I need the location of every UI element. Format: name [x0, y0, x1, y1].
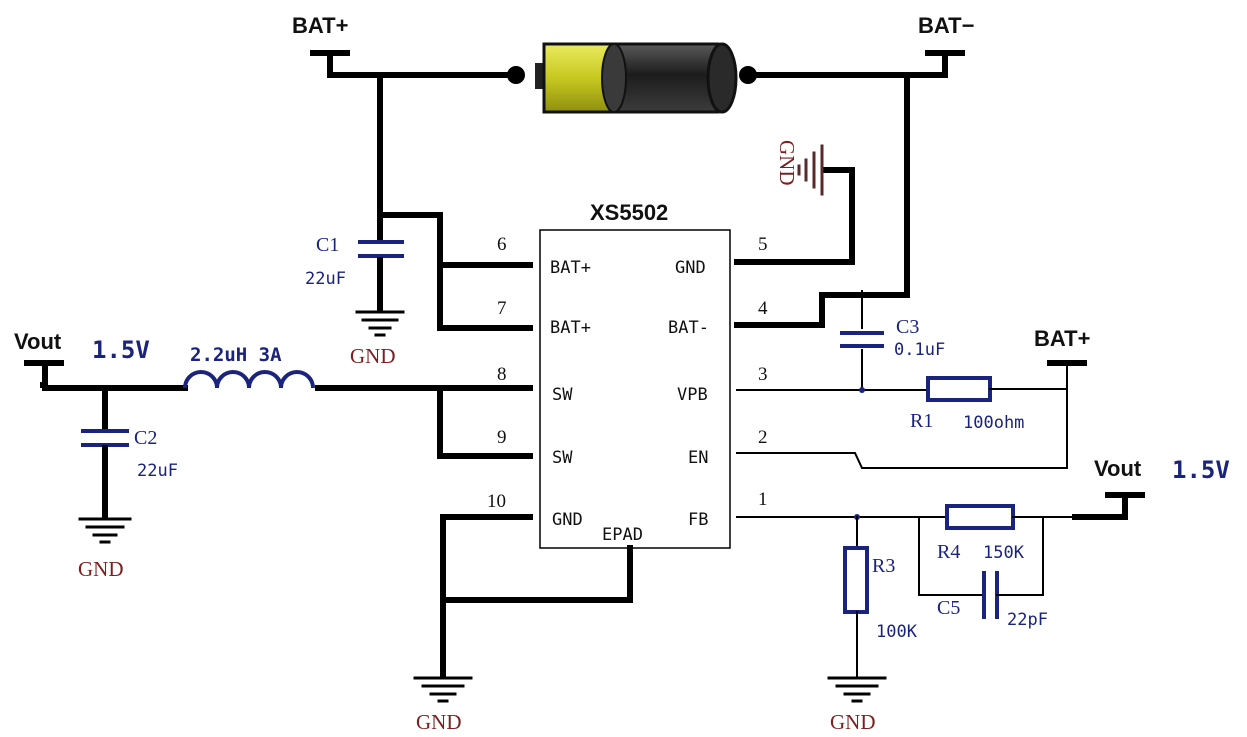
c3-ref: C3 — [896, 316, 919, 338]
pin7-label: BAT+ — [550, 318, 591, 338]
sw-net — [24, 360, 533, 459]
pin5-number: 5 — [758, 234, 768, 255]
bat-plus-net — [377, 72, 533, 331]
pin1-number: 1 — [758, 489, 768, 510]
gnd-label-pin10: GND — [416, 710, 462, 734]
pin1-label: FB — [688, 510, 708, 530]
chip-name: XS5502 — [590, 200, 668, 225]
c1-value: 22uF — [305, 269, 346, 289]
r4-ref: R4 — [937, 541, 960, 563]
c5-ref: C5 — [937, 597, 960, 619]
vout-right-label: Vout — [1094, 456, 1142, 481]
c2-ref: C2 — [134, 427, 157, 449]
xs5502-chip — [539, 229, 731, 549]
pin3-label: VPB — [677, 385, 708, 405]
bat-minus-net — [734, 72, 910, 329]
pin10-number: 10 — [487, 491, 506, 512]
pin8-number: 8 — [497, 364, 507, 385]
pin2-number: 2 — [758, 427, 768, 448]
pin4-number: 4 — [758, 298, 768, 319]
r1-ref: R1 — [910, 410, 933, 432]
c3-value: 0.1uF — [894, 340, 945, 360]
epad-label: EPAD — [602, 525, 643, 545]
c5-value: 22pF — [1007, 610, 1048, 630]
fb-net — [736, 492, 1145, 703]
c3-capacitor — [840, 331, 884, 391]
pin9-number: 9 — [497, 427, 507, 448]
c1-ref: C1 — [316, 234, 339, 256]
gnd-icon — [355, 310, 405, 337]
pin4-label: BAT- — [668, 318, 709, 338]
vout-right-value: 1.5V — [1172, 456, 1230, 484]
c2-capacitor — [78, 385, 132, 544]
gnd-label-pin5: GND — [775, 140, 799, 186]
pin2-label: EN — [688, 448, 708, 468]
gnd-label-r3: GND — [830, 710, 876, 734]
c1-capacitor — [358, 212, 404, 313]
r3-value: 100K — [876, 622, 918, 642]
gnd-pin5-net — [734, 144, 855, 265]
pin5-label: GND — [675, 258, 706, 278]
gnd-label-c2: GND — [78, 557, 124, 581]
inductor-value: 2.2uH 3A — [190, 344, 282, 366]
inductor-icon — [183, 370, 315, 389]
bat-plus-top-label: BAT+ — [292, 13, 348, 38]
pin3-number: 3 — [758, 364, 768, 385]
pin10-label: GND — [552, 510, 583, 530]
bat-minus-top-label: BAT− — [918, 13, 974, 38]
vpb-net — [736, 360, 1087, 402]
pin7-number: 7 — [497, 298, 507, 319]
battery-icon — [507, 42, 757, 114]
gnd-pin10-net — [413, 514, 633, 703]
vout-left-label: Vout — [14, 329, 62, 354]
pin6-number: 6 — [497, 234, 507, 255]
r1-value: 100ohm — [963, 413, 1024, 433]
vout-left-value: 1.5V — [92, 336, 150, 364]
battery-rail — [310, 50, 965, 78]
gnd-label-c1: GND — [350, 344, 396, 368]
r3-ref: R3 — [872, 555, 895, 577]
pin9-label: SW — [552, 448, 573, 468]
bat-plus-right-label: BAT+ — [1034, 326, 1090, 351]
pin8-label: SW — [552, 385, 573, 405]
c2-value: 22uF — [137, 461, 178, 481]
pin6-label: BAT+ — [550, 258, 591, 278]
r4-value: 150K — [983, 543, 1025, 563]
en-net — [736, 388, 1068, 469]
